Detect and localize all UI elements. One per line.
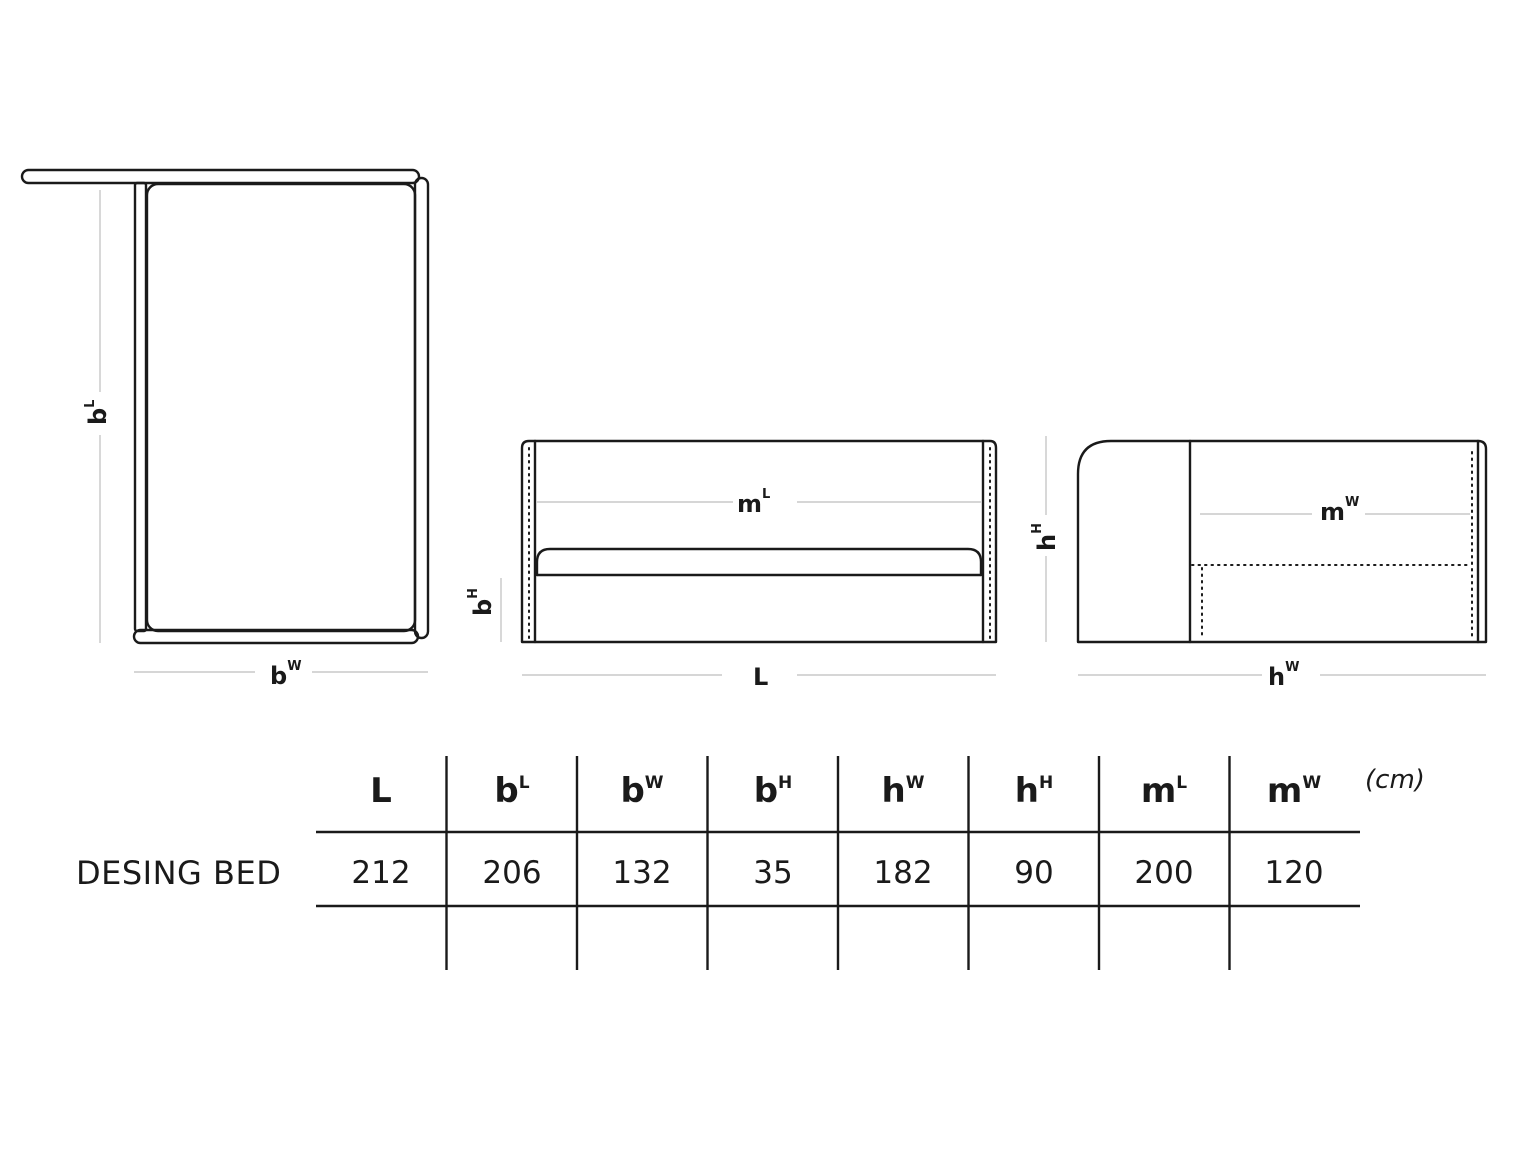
dim-label-hw: hW [1268, 660, 1299, 691]
table-cell: 182 [873, 855, 932, 891]
table-cell: 200 [1134, 855, 1193, 891]
dim-label-ml: mL [737, 487, 770, 518]
mattress-front [535, 547, 983, 577]
headboard-top-bar [20, 168, 421, 185]
right-side-bar [413, 176, 430, 640]
footboard-bar [132, 628, 420, 645]
dim-label-bw: bW [270, 659, 302, 690]
dim-label-bh: bH [466, 588, 497, 616]
top-view-drawing: bL bW [20, 168, 430, 690]
column-header: bL [494, 771, 529, 811]
front-view-drawing: mL bH L [466, 439, 998, 691]
column-header: bW [620, 771, 663, 811]
table-cell: 120 [1264, 855, 1323, 891]
table-cell: 90 [1014, 855, 1053, 891]
table-cell: 35 [753, 855, 792, 891]
left-frame-bar [133, 181, 148, 633]
dimensions-table: (cm) DESING BED L bL bW bH hW hH mL mW 2… [76, 756, 1425, 970]
bed-front-outline [520, 439, 998, 644]
row-name: DESING BED [76, 854, 281, 892]
column-header: L [370, 771, 392, 811]
unit-label: (cm) [1365, 765, 1425, 795]
dim-label-hh: hH [1030, 523, 1061, 551]
dim-label-mw: mW [1320, 495, 1359, 526]
column-header: hH [1015, 771, 1053, 811]
column-header: mL [1141, 771, 1187, 811]
table-cell: 132 [612, 855, 671, 891]
dim-label-bl: bL [83, 400, 112, 425]
column-header: bH [754, 771, 793, 811]
column-header: mW [1267, 771, 1321, 811]
column-header: hW [882, 771, 925, 811]
bed-side-outline [1076, 439, 1488, 644]
table-cell: 212 [351, 855, 410, 891]
side-view-drawing: mW hH hW [1030, 436, 1488, 691]
mattress-outline [145, 182, 417, 633]
table-cell: 206 [482, 855, 541, 891]
dim-label-l: L [753, 663, 768, 691]
